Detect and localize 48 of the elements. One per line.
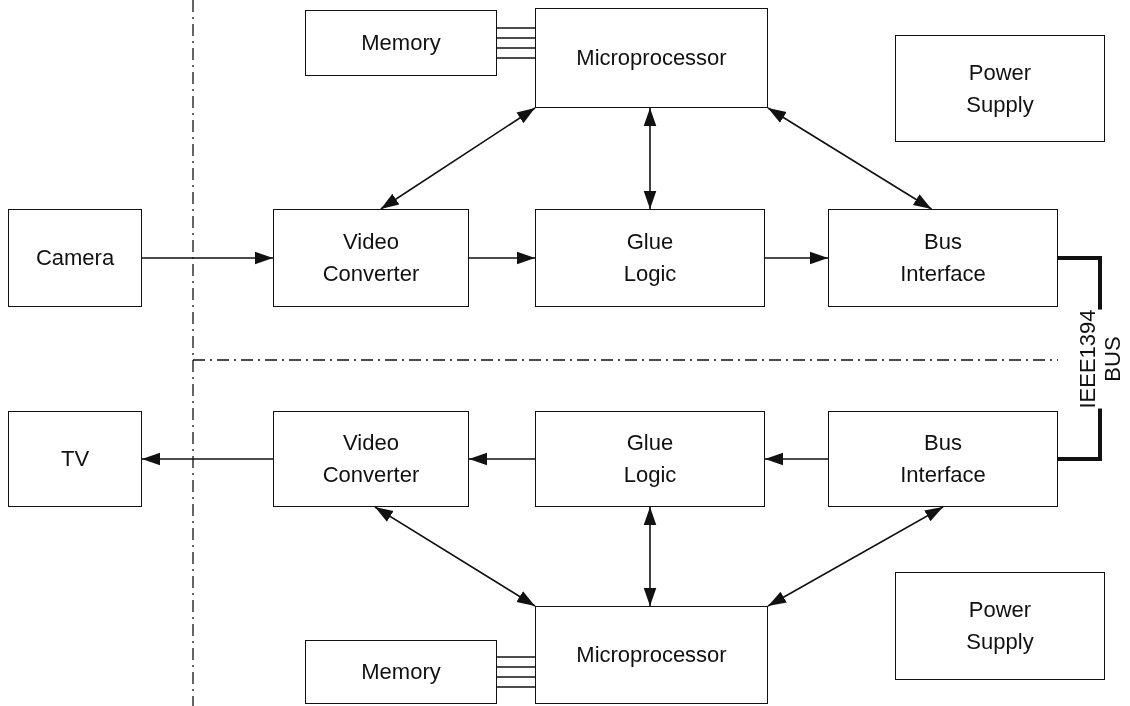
arrow (468, 251, 536, 265)
arrow (643, 506, 657, 607)
block-label: Memory (361, 29, 441, 58)
arrow (643, 107, 657, 210)
block-label: TV (60, 445, 90, 474)
block-label: Memory (361, 658, 441, 687)
block-label: Bus Interface (900, 429, 986, 489)
block-label: Video Converter (322, 228, 420, 288)
arrow (141, 452, 274, 466)
arrow (141, 251, 274, 265)
block-label: Bus Interface (900, 228, 986, 288)
block-box (895, 35, 1105, 142)
block-box (535, 8, 768, 108)
block-box (273, 209, 469, 307)
block-label: Glue Logic (623, 429, 677, 489)
arrow (380, 107, 536, 210)
connector-line (496, 37, 536, 39)
block-box (828, 209, 1058, 307)
connector-line (496, 686, 536, 688)
block-box (895, 572, 1105, 680)
block-box (8, 411, 142, 507)
arrow (764, 452, 829, 466)
block-label: Camera (35, 244, 115, 273)
block-box (305, 640, 497, 704)
arrow (767, 107, 933, 210)
arrow (764, 251, 829, 265)
block-label: Microprocessor (576, 641, 727, 670)
block-box (8, 209, 142, 307)
block-label: Power Supply (966, 58, 1034, 119)
connector-line (496, 57, 536, 59)
arrow (374, 506, 536, 607)
block-box (273, 411, 469, 507)
block-label: Microprocessor (576, 44, 727, 73)
block-box (305, 10, 497, 76)
arrow (767, 506, 944, 607)
connector-line (496, 676, 536, 678)
block-label: Glue Logic (623, 228, 677, 288)
connector-line (496, 27, 536, 29)
connector-line (496, 656, 536, 658)
block-box (535, 411, 765, 507)
arrow (468, 452, 536, 466)
block-label: Power Supply (966, 596, 1034, 656)
block-box (535, 209, 765, 307)
block-box (828, 411, 1058, 507)
block-label: Video Converter (322, 429, 420, 489)
connector-line (496, 47, 536, 49)
block-box (535, 606, 768, 704)
connector-line (496, 666, 536, 668)
